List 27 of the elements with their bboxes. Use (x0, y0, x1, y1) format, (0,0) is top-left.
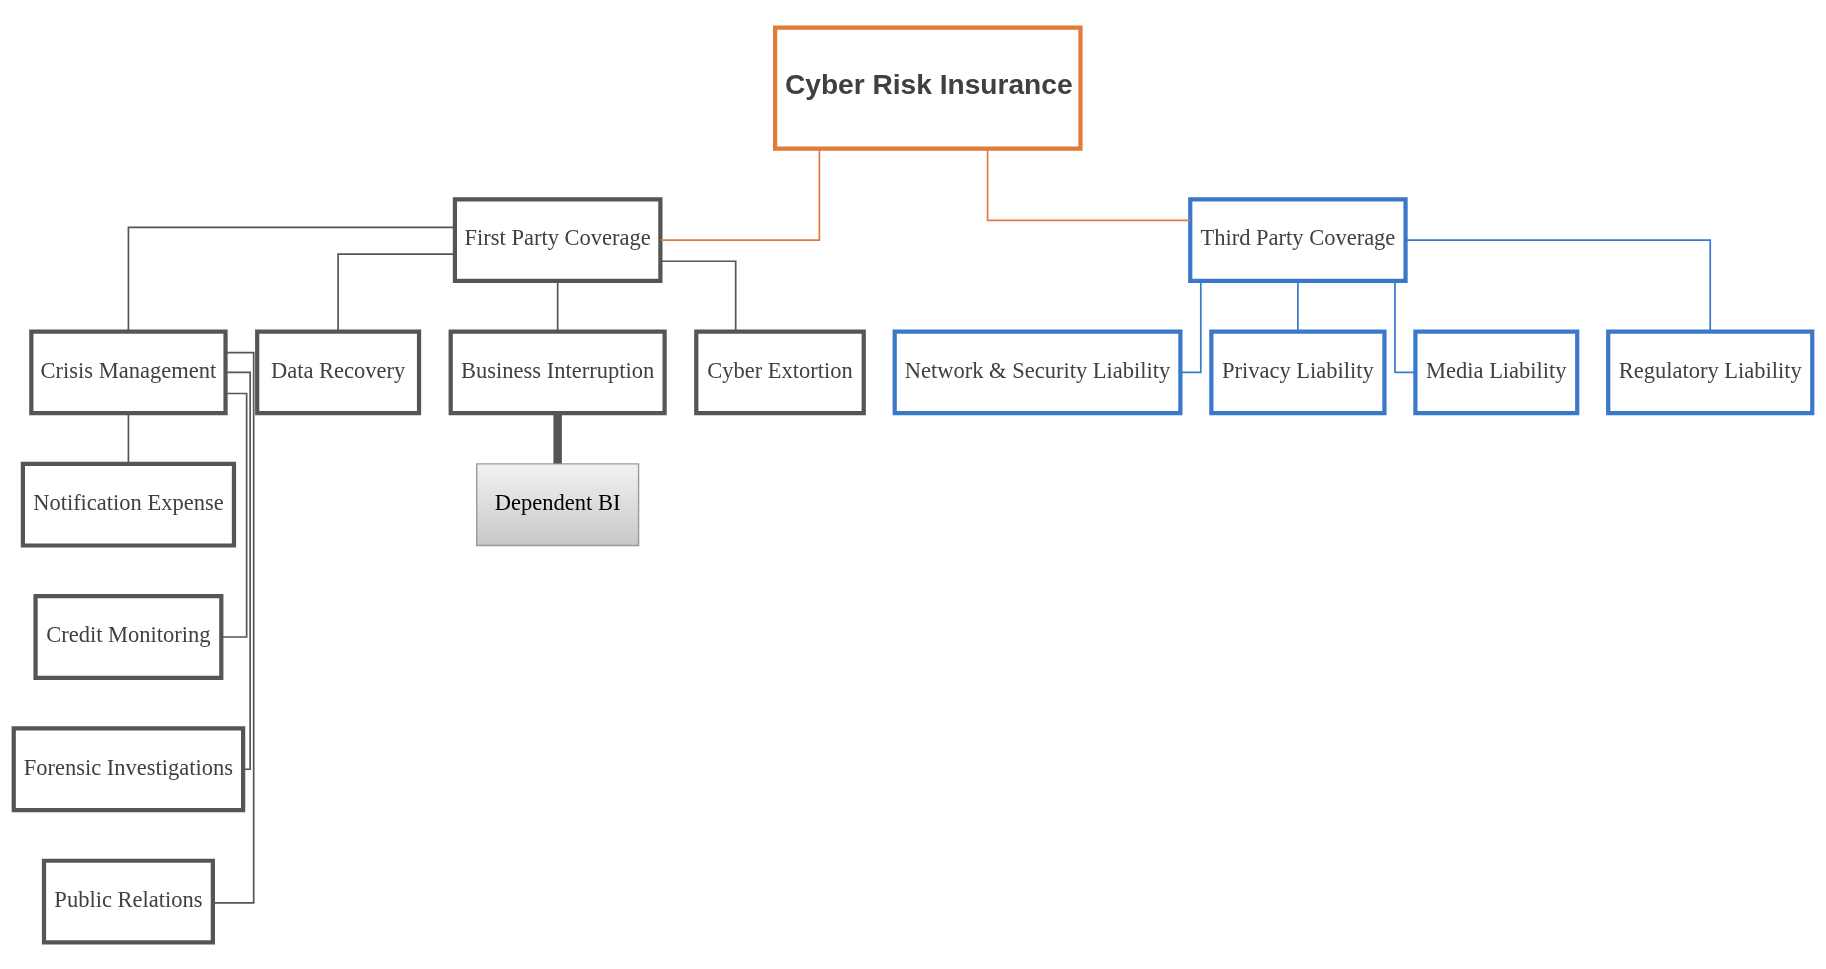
connector (659, 147, 821, 241)
node-box: Crisis Management (29, 329, 228, 415)
node-box: Regulatory Liability (1606, 329, 1815, 415)
connector (1404, 238, 1712, 332)
node-box: Notification Expense (20, 461, 237, 548)
connector (220, 392, 248, 638)
node-box: Business Interruption (448, 329, 667, 415)
node-box: Network & Security Liability (892, 329, 1183, 415)
node-box: Public Relations (41, 858, 215, 944)
node-box: Cyber Extortion (694, 329, 866, 415)
node-box: Forensic Investigations (11, 725, 246, 812)
connector (986, 147, 1192, 221)
node-box: Media Liability (1413, 329, 1580, 415)
connector (337, 252, 456, 332)
node-box: Cyber Risk Insurance (773, 25, 1083, 151)
node-box: Third Party Coverage (1188, 196, 1408, 283)
node-box: Credit Monitoring (33, 593, 224, 680)
connector (212, 351, 255, 904)
connector (127, 412, 130, 464)
connector (553, 413, 562, 464)
node-box: Privacy Liability (1209, 329, 1387, 415)
node-box: Data Recovery (255, 329, 422, 415)
connector (225, 371, 251, 770)
connector (127, 226, 456, 332)
node-box: Dependent BI (476, 462, 640, 546)
node-box: First Party Coverage (452, 196, 663, 283)
connector (659, 259, 737, 332)
